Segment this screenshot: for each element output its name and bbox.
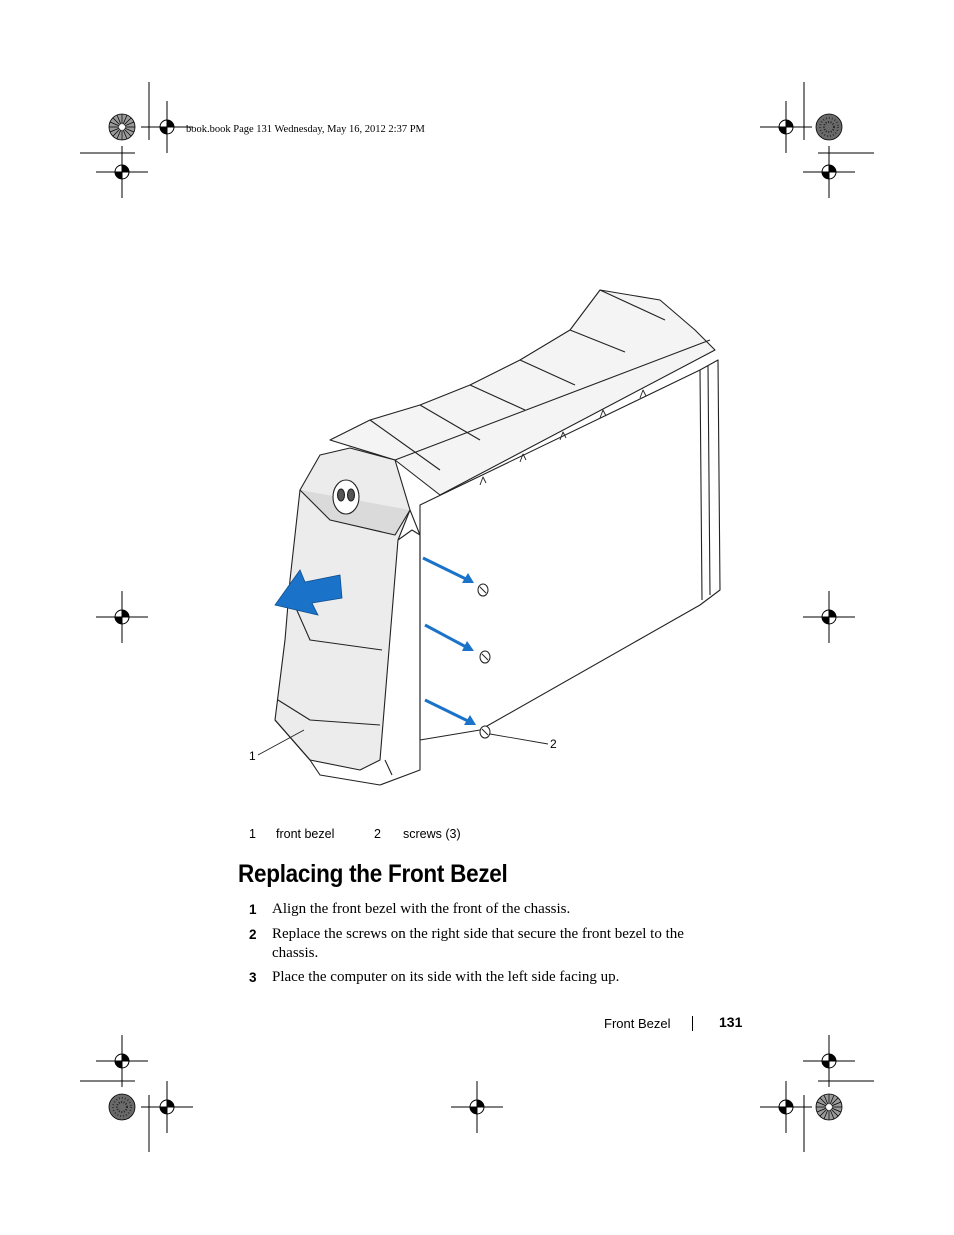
crop-lines — [80, 82, 874, 1152]
chassis-side — [419, 359, 721, 741]
footer-section-name: Front Bezel — [604, 1016, 671, 1031]
legend-label-1: front bezel — [276, 827, 335, 841]
screw-icon — [479, 725, 491, 739]
page-number: 131 — [719, 1014, 743, 1030]
section-heading: Replacing the Front Bezel — [238, 860, 508, 888]
callout-2: 2 — [550, 737, 557, 751]
step-number: 3 — [249, 970, 257, 985]
footer-divider — [692, 1016, 693, 1031]
screw-icon — [477, 583, 489, 597]
step-number: 1 — [249, 902, 257, 917]
step-number: 2 — [249, 927, 257, 942]
removal-arrow-icon — [274, 569, 343, 616]
legend-number-1: 1 — [249, 827, 256, 841]
screw-icon — [479, 650, 491, 664]
legend-label-2: screws (3) — [403, 827, 461, 841]
legend-number-2: 2 — [374, 827, 381, 841]
callout-1: 1 — [249, 749, 256, 763]
print-slug: book.book Page 131 Wednesday, May 16, 20… — [186, 124, 425, 135]
step-text: Align the front bezel with the front of … — [272, 901, 571, 917]
step-text: Replace the screws on the right side tha… — [272, 926, 684, 961]
step-text: Place the computer on its side with the … — [272, 969, 620, 985]
